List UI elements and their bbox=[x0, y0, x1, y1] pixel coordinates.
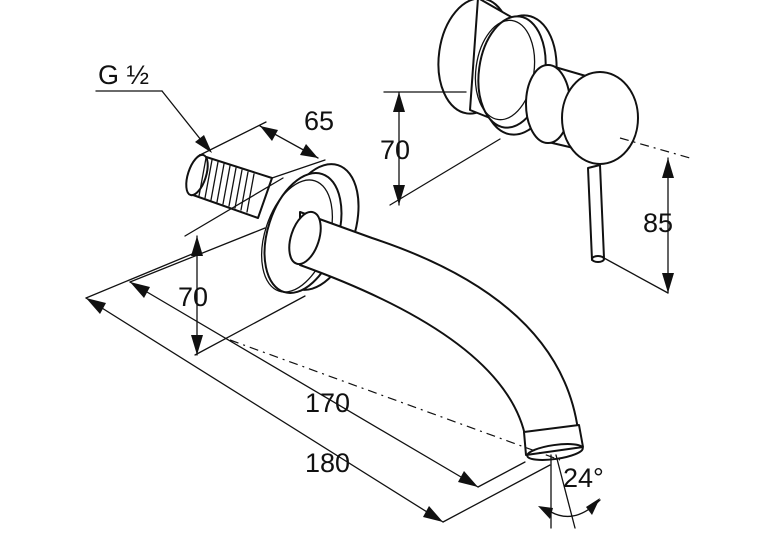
mixer-lever bbox=[587, 164, 605, 263]
spout-tube bbox=[288, 210, 584, 461]
projection-180-label: 180 bbox=[305, 448, 350, 478]
spout-assembly bbox=[185, 153, 584, 461]
thread-length-label: 65 bbox=[304, 106, 334, 136]
mixer-rosette-label: 70 bbox=[380, 135, 410, 165]
mixer-assembly bbox=[437, 0, 639, 263]
threaded-connector bbox=[185, 153, 273, 219]
spout-angle-label: 24° bbox=[563, 463, 604, 493]
thread-size-label: G ½ bbox=[98, 60, 149, 90]
spout-dimensions bbox=[85, 90, 601, 529]
mixer-body bbox=[525, 64, 639, 165]
mixer-dimensions bbox=[383, 91, 691, 294]
lever-height-label: 85 bbox=[643, 208, 673, 238]
rosette-height-label: 70 bbox=[178, 282, 208, 312]
projection-170-label: 170 bbox=[305, 388, 350, 418]
